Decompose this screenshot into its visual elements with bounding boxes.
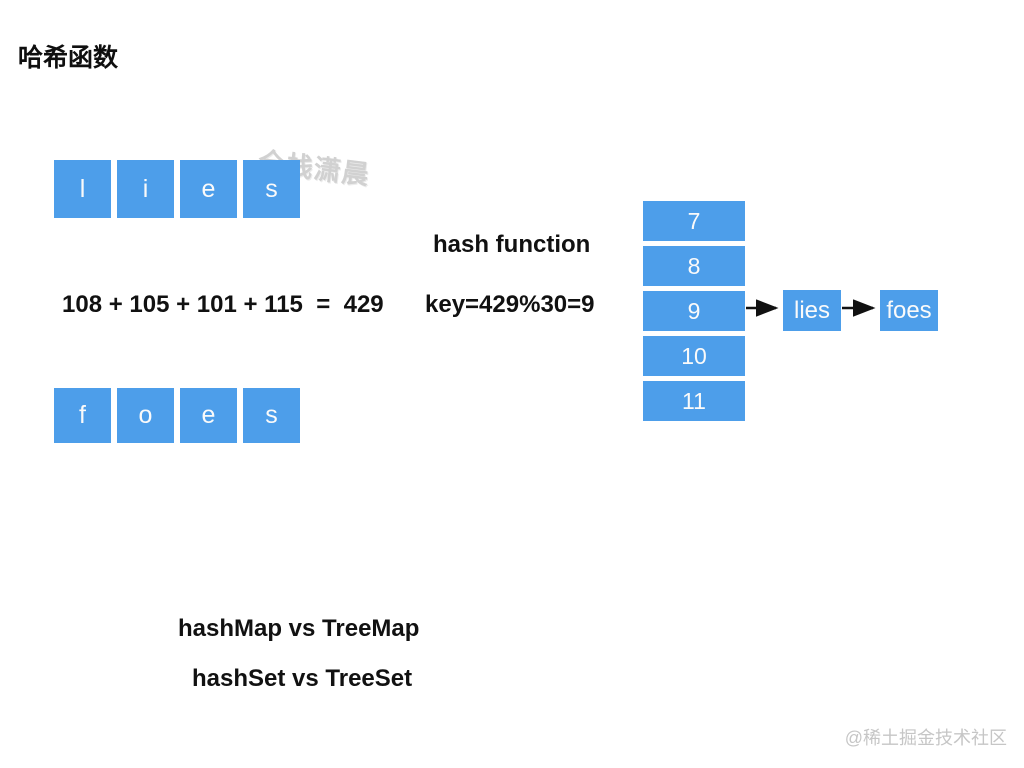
watermark-bottom: @稀土掘金技术社区 (844, 728, 1007, 748)
chain-node-lies: lies (783, 290, 841, 331)
hash-table-buckets: 7 8 9 10 11 (643, 201, 745, 421)
letter-box-i: i (117, 160, 174, 218)
chain-node-foes: foes (880, 290, 938, 331)
page-title: 哈希函数 (18, 44, 119, 72)
word-foes-row: f o e s (54, 388, 300, 443)
comparison-map: hashMap vs TreeMap (178, 615, 420, 642)
letter-box-s: s (243, 160, 300, 218)
comparison-set: hashSet vs TreeSet (192, 665, 413, 692)
letter-box-o: o (117, 388, 174, 443)
letter-box-e: e (180, 160, 237, 218)
bucket-10: 10 (643, 336, 745, 376)
hash-function-label: hash function (433, 231, 591, 258)
letter-box-f: f (54, 388, 111, 443)
letter-box-e2: e (180, 388, 237, 443)
letter-box-s2: s (243, 388, 300, 443)
letter-box-l: l (54, 160, 111, 218)
bucket-11: 11 (643, 381, 745, 421)
bucket-7: 7 (643, 201, 745, 241)
bucket-8: 8 (643, 246, 745, 286)
key-equation: key=429%30=9 (425, 291, 595, 318)
ascii-sum-equation: 108 + 105 + 101 + 115 = 429 (62, 291, 384, 318)
bucket-9: 9 (643, 291, 745, 331)
word-lies-row: l i e s (54, 160, 300, 218)
